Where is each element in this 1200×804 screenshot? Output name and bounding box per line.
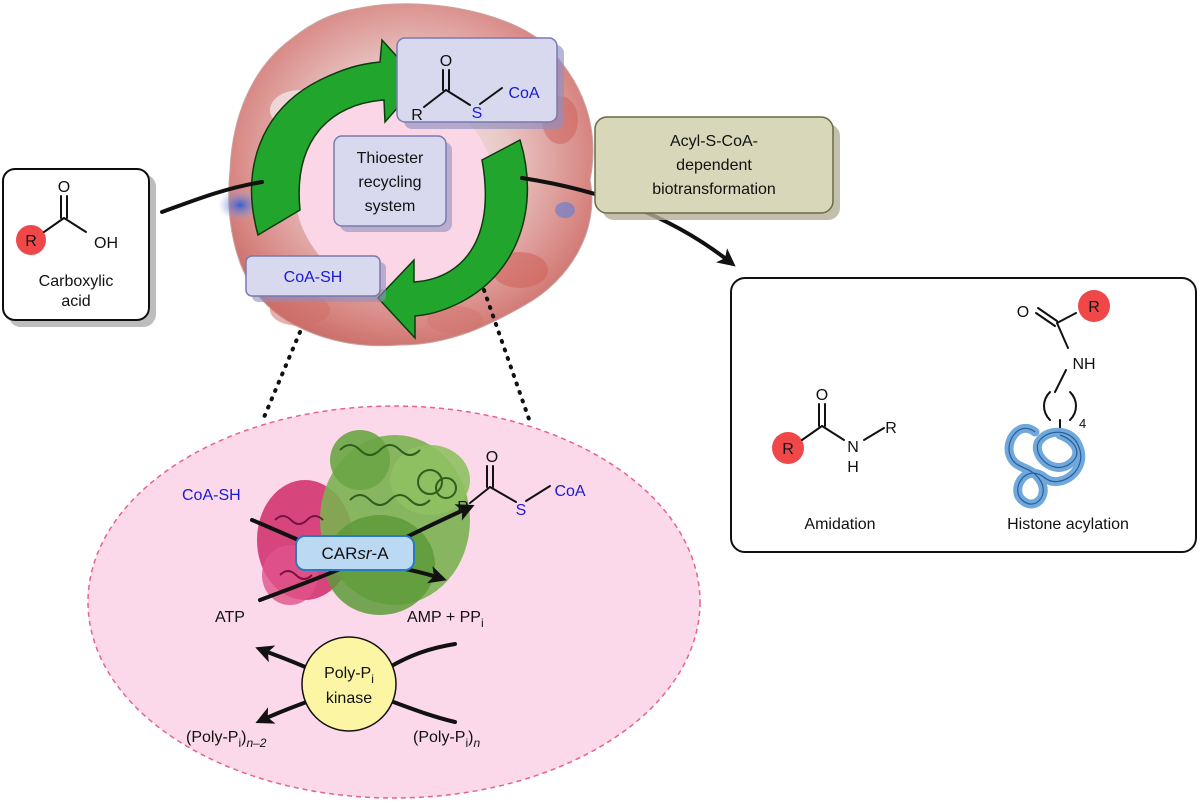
inset-acyl-coa: O R S CoA	[457, 449, 586, 519]
hist-atom-o: O	[1017, 304, 1029, 321]
amidation-structure: R O N H R Amidation	[772, 387, 897, 533]
enzyme-box: CARsr-A	[295, 535, 415, 571]
hist-atom-nh: NH	[1072, 356, 1095, 373]
histone-structure: O R NH 4 Histone acylation	[1004, 290, 1129, 533]
amid-atom-h: H	[847, 459, 859, 476]
histone-label: Histone acylation	[1007, 516, 1129, 533]
inset-acyl-o: O	[486, 449, 498, 466]
arrow-polyp-in	[386, 698, 457, 724]
carboxylic-label-2: acid	[61, 293, 90, 310]
recycling-line-2: recycling	[358, 174, 421, 191]
green-arrow-bottom	[376, 138, 529, 340]
acyl-coa-text: CoA	[508, 85, 539, 102]
coash-box: CoA-SH	[245, 255, 386, 302]
carboxylic-acid-structure: R O OH Carboxylic acid	[16, 179, 118, 310]
amid-atom-r2: R	[885, 420, 897, 437]
acyl-atom-r: R	[411, 107, 423, 124]
amidation-label: Amidation	[804, 516, 875, 533]
inset-acyl-s: S	[516, 502, 527, 519]
polyp-right: (Poly-Pi)n	[413, 729, 480, 750]
kinase-line-2: kinase	[326, 690, 372, 707]
biotrans-line-3: biotransformation	[652, 181, 776, 198]
coash-box-text: CoA-SH	[284, 269, 343, 286]
r-group-circle	[16, 225, 46, 255]
acyl-atom-s: S	[472, 105, 483, 122]
hist-subscript-4: 4	[1079, 416, 1086, 431]
green-arrow-top	[250, 38, 422, 237]
acyl-atom-o: O	[440, 53, 452, 70]
acyl-coa-box: O R S CoA	[396, 37, 564, 129]
atom-oh: OH	[94, 235, 118, 252]
recycling-arrows	[250, 38, 529, 340]
atom-o: O	[58, 179, 70, 196]
carboxylic-label-1: Carboxylic	[39, 273, 114, 290]
recycling-line-1: Thioester	[357, 150, 424, 167]
inset-atp: ATP	[215, 609, 245, 626]
arrow-amp-in	[386, 642, 457, 670]
polyp-left: (Poly-Pi)n–2	[186, 729, 267, 750]
biotransformation-box: Acyl-S-CoA- dependent biotransformation	[594, 116, 840, 220]
amid-atom-r: R	[782, 441, 794, 458]
kinase-line-1: Poly-Pi	[324, 665, 374, 686]
atom-r: R	[25, 233, 37, 250]
carboxylic-acid-box	[2, 168, 150, 321]
zoom-line-right	[482, 288, 532, 424]
inset-amp: AMP + PPi	[407, 609, 484, 630]
kinase-node: Poly-Pi kinase	[301, 636, 397, 732]
inset-coash: CoA-SH	[182, 487, 241, 504]
biotrans-line-1: Acyl-S-CoA-	[670, 133, 758, 150]
inset-acyl-r: R	[457, 499, 469, 516]
hist-atom-r: R	[1088, 299, 1100, 316]
amid-atom-n: N	[847, 439, 859, 456]
inset-acyl-coa-text: CoA	[554, 483, 585, 500]
recycling-system-box: Thioester recycling system	[333, 135, 452, 232]
histone-coil-outline	[1008, 427, 1082, 505]
products-box	[730, 277, 1197, 553]
recycling-line-3: system	[365, 198, 416, 215]
amid-atom-o: O	[816, 387, 828, 404]
enzyme-name: CARsr-A	[321, 544, 389, 563]
zoom-line-left	[260, 330, 302, 424]
arrow-acid-to-protein	[160, 180, 264, 214]
biotrans-line-2: dependent	[676, 157, 752, 174]
